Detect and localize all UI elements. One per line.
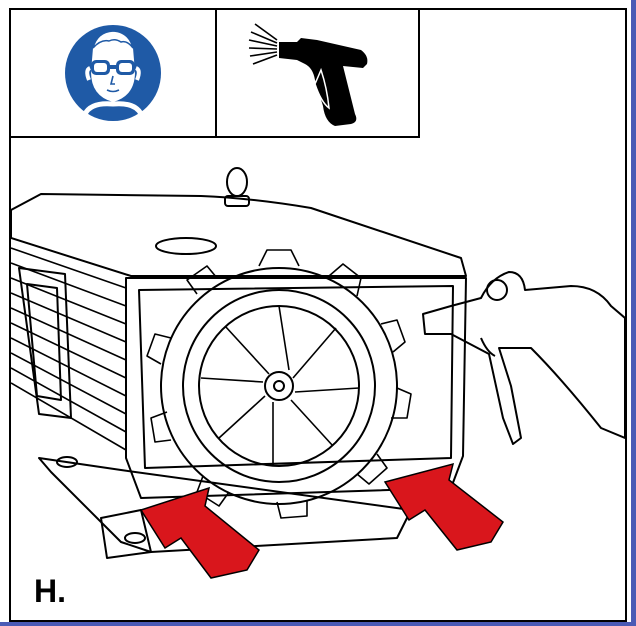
goggles-icon-cell [9, 8, 217, 138]
airflow-arrow-left [139, 486, 260, 579]
right-edge-bar [631, 0, 636, 626]
airflow-arrow-right [383, 462, 504, 551]
safety-goggles-icon [65, 25, 161, 121]
pump-cleaning-illustration [11, 167, 625, 579]
air-blow-gun-icon [248, 23, 368, 126]
airgun-icon-cell [215, 8, 420, 138]
step-label: H. [34, 573, 66, 609]
bottom-edge-bar [0, 622, 636, 626]
